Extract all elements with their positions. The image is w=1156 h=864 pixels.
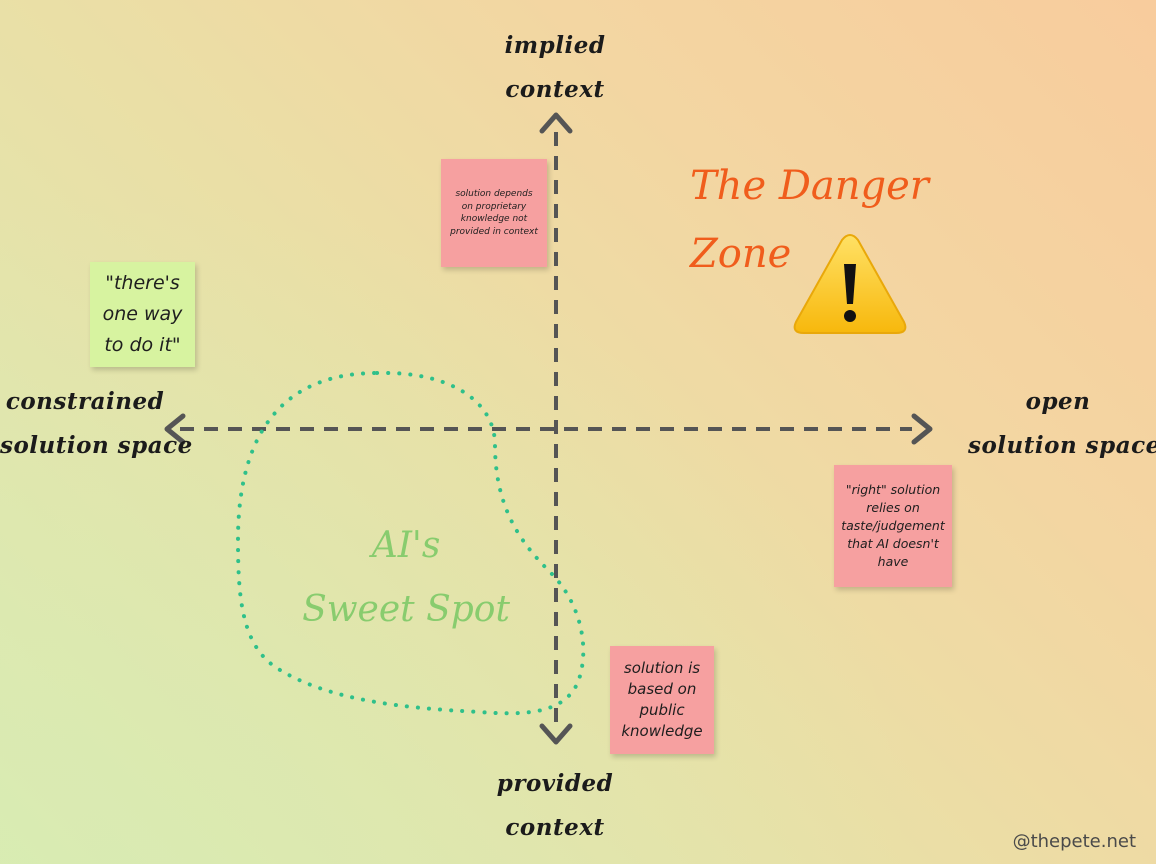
warning-triangle-icon: [793, 234, 907, 334]
axis-label-top-line-2: context: [505, 76, 605, 103]
axis-label-left-line-1: constrained: [5, 388, 165, 415]
axis-label-bottom: provided context: [460, 762, 650, 850]
danger-zone-title-line-1: The Danger: [690, 163, 929, 209]
sweet-spot-title-line-1: AI's: [371, 525, 441, 566]
axis-label-right-line-2: solution space: [968, 432, 1156, 459]
arrow-right-icon: [911, 413, 933, 445]
danger-zone-title-line-2: Zone: [690, 231, 792, 277]
arrow-down-icon: [539, 723, 573, 745]
axis-label-left-line-2: solution space: [0, 432, 193, 459]
sweet-spot-title: AI's Sweet Spot: [296, 514, 516, 642]
sticky-note-proprietary: solution depends on proprietary knowledg…: [441, 159, 547, 267]
sweet-spot-title-line-2: Sweet Spot: [302, 589, 510, 630]
axis-label-bottom-line-1: provided: [496, 770, 614, 797]
sweet-spot-outline: [235, 370, 586, 716]
sticky-note-public: solution is based on public knowledge: [610, 646, 714, 754]
axis-label-top-line-1: implied: [504, 32, 606, 59]
sticky-note-one-way: "there's one way to do it": [90, 262, 195, 367]
axis-label-top: implied context: [470, 24, 640, 112]
arrow-left-icon: [164, 413, 186, 445]
sticky-note-taste: "right" solution relies on taste/judgeme…: [834, 465, 952, 587]
credit-text: @thepete.net: [1012, 831, 1136, 852]
axis-label-right: open solution space: [968, 380, 1156, 468]
axis-label-left: constrained solution space: [0, 380, 193, 468]
axis-label-bottom-line-2: context: [505, 814, 605, 841]
danger-zone-title: The Danger Zone: [690, 152, 929, 288]
arrow-up-icon: [539, 112, 573, 134]
axis-label-right-line-1: open: [1025, 388, 1091, 415]
